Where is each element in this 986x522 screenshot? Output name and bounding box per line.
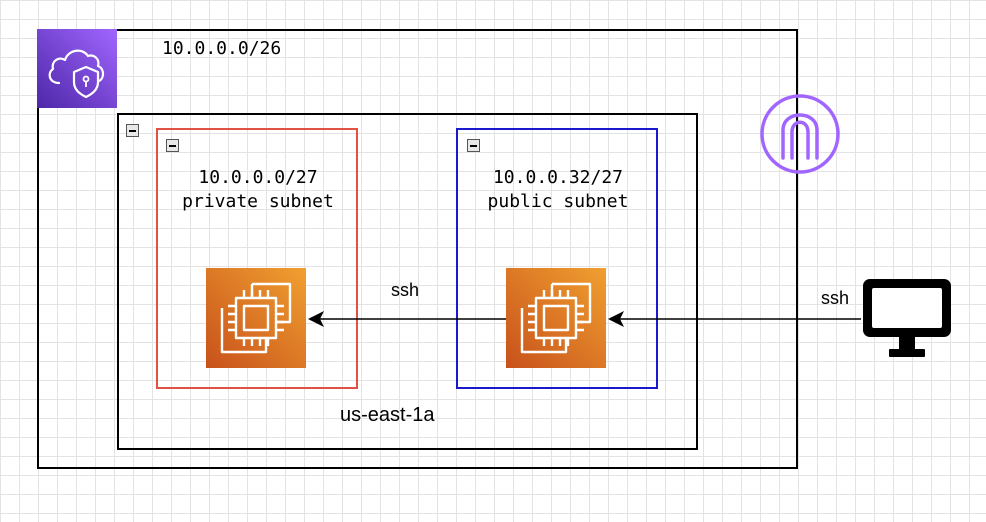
public-subnet-container[interactable] (456, 128, 658, 389)
ec2-instance-icon[interactable] (506, 268, 606, 368)
private-subnet-container[interactable] (156, 128, 358, 389)
public-subnet-collapse-button[interactable] (467, 139, 480, 152)
arrowhead-icon (608, 311, 624, 327)
monitor-icon[interactable] (861, 277, 953, 359)
private-subnet-collapse-button[interactable] (166, 139, 179, 152)
vpc-shield-icon (37, 29, 117, 108)
ssh-connection-label-internal: ssh (391, 280, 420, 300)
internet-gateway-icon[interactable] (758, 92, 842, 176)
ec2-instance-icon[interactable] (206, 268, 306, 368)
ssh-connection-label-external: ssh (821, 288, 850, 308)
vpc-container[interactable] (37, 29, 798, 469)
availability-zone-container[interactable] (117, 113, 698, 450)
az-collapse-button[interactable] (126, 124, 139, 137)
arrowhead-icon (308, 311, 324, 327)
public-subnet-cidr-label: 10.0.0.32/27 (492, 167, 624, 188)
private-subnet-cidr-label: 10.0.0.0/27 (198, 167, 318, 188)
public-subnet-name-label: public subnet (487, 191, 629, 212)
vpc-cidr-label: 10.0.0.0/26 (162, 38, 282, 59)
availability-zone-label: us-east-1a (340, 404, 435, 426)
private-subnet-name-label: private subnet (182, 191, 334, 212)
